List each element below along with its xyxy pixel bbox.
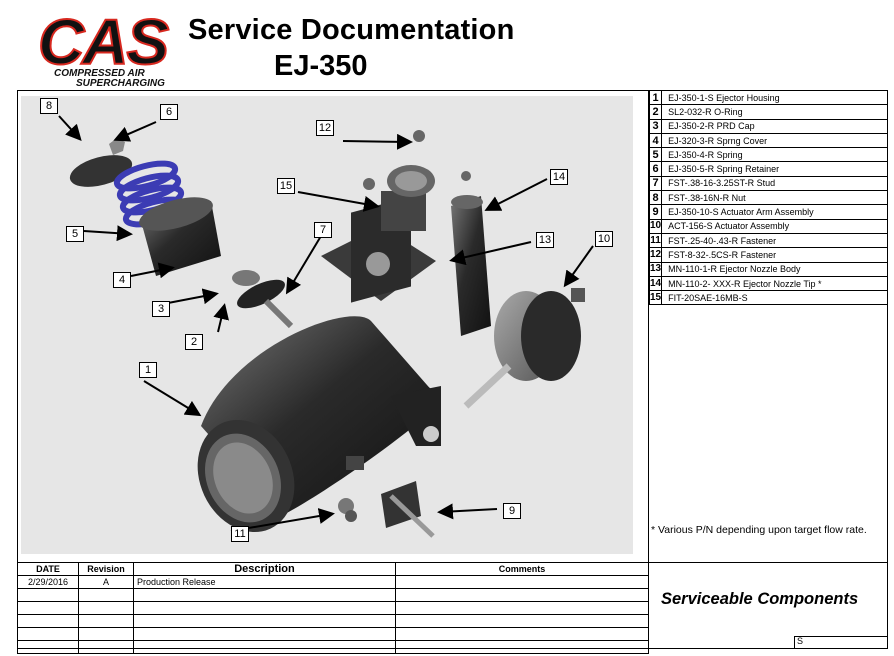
part-number: 13 (648, 261, 663, 277)
fastener-11 (338, 498, 357, 522)
part-description: EJ-350-1-S Ejector Housing (661, 89, 888, 106)
part-number: 4 (648, 132, 663, 149)
part-number: 9 (648, 204, 663, 220)
part-description: ACT-156-S Actuator Assembly (661, 218, 888, 234)
part-number: 10 (648, 218, 663, 234)
callout-10: 10 (595, 231, 613, 247)
part-number: 11 (648, 232, 663, 249)
date-header: DATE (17, 562, 79, 576)
part-description: FST-.25-40-.43-R Fastener (661, 232, 888, 249)
part-description: EJ-350-4-R Spring (661, 147, 888, 163)
cas-logo-letters: CAS (37, 6, 172, 79)
revision-comments (395, 575, 649, 589)
part-number: 6 (648, 161, 663, 177)
callout-5: 5 (66, 226, 84, 242)
callout-3: 3 (152, 301, 170, 317)
part-description: FIT-20SAE-16MB-S (661, 290, 888, 306)
part-number: 7 (648, 175, 663, 192)
callout-9: 9 (503, 503, 521, 519)
callout-2: 2 (185, 334, 203, 350)
revision-letter: A (78, 575, 134, 589)
part-description: FST-.38-16-3.25ST-R Stud (661, 175, 888, 192)
revision-row: 2/29/2016 A Production Release (17, 575, 649, 589)
title-block (649, 562, 888, 649)
part-number: 2 (648, 104, 663, 120)
fastener-12 (363, 130, 471, 190)
part-number: 8 (648, 190, 663, 206)
callout-15: 15 (277, 178, 295, 194)
part-number-note: * Various P/N depending upon target flow… (651, 524, 867, 536)
part-description: EJ-350-2-R PRD Cap (661, 118, 888, 134)
sheet-mark: S (797, 636, 804, 646)
part-number: 5 (648, 147, 663, 163)
comments-header: Comments (395, 562, 649, 576)
revision-description: Production Release (133, 575, 396, 589)
actuator (463, 288, 585, 409)
part-description: EJ-350-5-R Spring Retainer (661, 161, 888, 177)
part-number: 3 (648, 118, 663, 134)
part-number: 12 (648, 247, 663, 263)
part-number: 14 (648, 275, 663, 292)
page-title: Service Documentation (188, 14, 515, 46)
revision-header-row: DATE Revision Description Comments (17, 562, 649, 576)
fitting (381, 165, 435, 231)
part-description: SL2-032-R O-Ring (661, 104, 888, 120)
callout-12: 12 (316, 120, 334, 136)
revision-row (17, 640, 649, 654)
part-description: FST-8-32-.5CS-R Fastener (661, 247, 888, 263)
callout-8: 8 (40, 98, 58, 114)
part-description: EJ-350-10-S Actuator Arm Assembly (661, 204, 888, 220)
part-description: MN-110-2- XXX-R Ejector Nozzle Tip * (661, 275, 888, 292)
cas-logo: CAS COMPRESSED AIR SUPERCHARGING (37, 6, 172, 88)
spring-assembly (69, 138, 294, 329)
revision-header: Revision (78, 562, 134, 576)
part-number: 1 (648, 89, 663, 106)
revision-row (17, 614, 649, 628)
callout-13: 13 (536, 232, 554, 248)
callout-7: 7 (314, 222, 332, 238)
revision-table: DATE Revision Description Comments 2/29/… (17, 562, 649, 654)
actuator-arm (381, 481, 435, 538)
revision-date: 2/29/2016 (17, 575, 79, 589)
description-header: Description (133, 562, 396, 576)
serviceable-components-label: Serviceable Components (661, 590, 859, 608)
callout-4: 4 (113, 272, 131, 288)
revision-row (17, 588, 649, 602)
revision-row (17, 601, 649, 615)
callout-6: 6 (160, 104, 178, 120)
callout-1: 1 (139, 362, 157, 378)
part-number: 15 (648, 290, 663, 306)
part-description: MN-110-1-R Ejector Nozzle Body (661, 261, 888, 277)
sheet-box (794, 636, 888, 649)
exploded-view-drawing (58, 115, 594, 538)
revision-row (17, 627, 649, 641)
logo-subtitle-2: SUPERCHARGING (76, 78, 165, 88)
model-number: EJ-350 (274, 50, 368, 82)
callout-14: 14 (550, 169, 568, 185)
logo-text: CAS (38, 6, 169, 78)
logo-subtitle-1: COMPRESSED AIR (54, 68, 146, 79)
callout-11: 11 (231, 526, 249, 542)
part-description: FST-.38-16N-R Nut (661, 190, 888, 206)
frame-divider (648, 90, 649, 649)
part-description: EJ-320-3-R Sprng Cover (661, 132, 888, 149)
ejector-housing (197, 316, 441, 533)
